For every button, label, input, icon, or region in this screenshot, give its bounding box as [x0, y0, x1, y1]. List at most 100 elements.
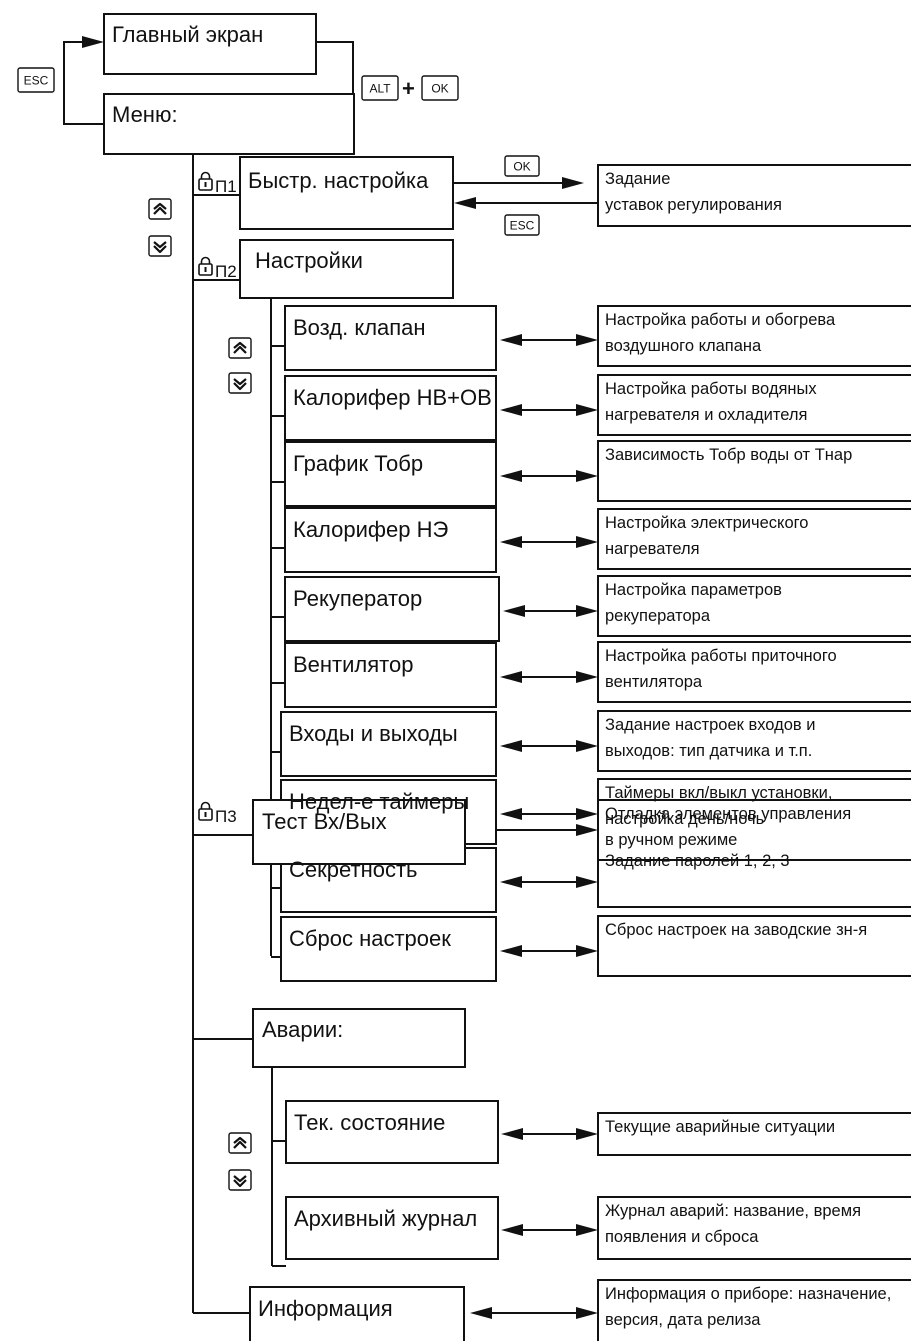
- p2-item-9-title: Секретность: [289, 857, 418, 882]
- chevron-down-icon-stroke-1: [153, 245, 167, 254]
- p2-item-4-box: [284, 507, 497, 573]
- p3-desc-box-text: в ручном режиме: [605, 831, 737, 849]
- p1-label: П1: [215, 177, 237, 196]
- alt-key-label: ALT: [369, 82, 391, 96]
- p2-item-2-desc-box: [597, 374, 911, 436]
- esc-return-line: [63, 41, 104, 125]
- p1-ok-head: [562, 177, 584, 189]
- p2-item-7-title: Входы и выходы: [289, 721, 458, 746]
- p2-item-6-box: [284, 642, 497, 708]
- p2-item-8-desc-box-text: настройка день/ночь: [605, 810, 764, 828]
- p2-item-4-desc-box: [597, 508, 911, 570]
- p2-item-3-title: График Тобр: [293, 451, 423, 476]
- p2-item-6-arrow-left-head: [500, 671, 522, 683]
- p2-item-1-desc-box: [597, 305, 911, 367]
- p2-item-1-arrow-left-head: [500, 334, 522, 346]
- p2-item-9-arrow-left-head: [500, 876, 522, 888]
- esc-key-p1[interactable]: ESC: [504, 214, 540, 236]
- menu-title: Меню:: [112, 102, 178, 127]
- p2-item-4-arrow-right-head: [576, 536, 598, 548]
- p2-item-4-arrow-left-head: [500, 536, 522, 548]
- p2-item-4-desc-box-text: Настройка электрического: [605, 514, 808, 532]
- p2-item-10-box: [280, 916, 497, 982]
- info-arrow-left-head: [470, 1307, 492, 1319]
- p2-item-2-desc-box-text: нагревателя и охладителя: [605, 406, 807, 424]
- chevron-down-icon-stroke-1: [233, 1179, 247, 1188]
- lock-icon-keyhole: [204, 812, 207, 817]
- p1-desc-box-text: Задание: [605, 170, 670, 188]
- p2-item-6-desc-box-text: вентилятора: [605, 673, 703, 691]
- p2-item-6-desc-box: [597, 641, 911, 703]
- alarms-item-1-arrow-right-head: [576, 1128, 598, 1140]
- p2-item-1-arrow-right-head: [576, 334, 598, 346]
- p2-item-7-arrow-left-head: [500, 740, 522, 752]
- p2-item-10-arrow-right-head: [576, 945, 598, 957]
- p2-item-10-title: Сброс настроек: [289, 926, 451, 951]
- p2-item-2-box: [284, 375, 497, 441]
- esc-key-top[interactable]: ESC: [17, 67, 55, 93]
- p2-item-6-title: Вентилятор: [293, 652, 413, 677]
- alarms-item-1-desc-box-text: Текущие аварийные ситуации: [605, 1118, 835, 1136]
- info-title: Информация: [258, 1296, 393, 1321]
- chevron-up-icon[interactable]: [228, 1132, 252, 1154]
- p3-desc-box-text: Отладка элементов управления: [605, 805, 851, 823]
- esc-key-p1-frame: [504, 214, 540, 236]
- main-screen-box: [103, 13, 317, 75]
- alarms-item-2-arrow-right-head: [576, 1224, 598, 1236]
- alarms-title: Аварии:: [262, 1017, 343, 1042]
- p2-item-3-arrow-left-head: [500, 470, 522, 482]
- p2-item-3-arrow-right-head: [576, 470, 598, 482]
- p2-item-5-desc-box: [597, 575, 911, 637]
- p2-item-6-desc-box-text: Настройка работы приточного: [605, 647, 837, 665]
- p2-title: Настройки: [255, 248, 363, 273]
- p3-desc-box: [597, 799, 911, 861]
- chevron-down-icon[interactable]: [228, 372, 252, 394]
- lock-icon-keyhole: [204, 267, 207, 272]
- p2-item-4-desc-box-text: нагревателя: [605, 540, 700, 558]
- p2-item-10-desc-box: [597, 915, 911, 977]
- chevron-up-icon-stroke-1: [153, 206, 167, 215]
- lock-icon-shackle: [200, 801, 211, 809]
- p1-title: Быстр. настройка: [248, 168, 429, 193]
- p1-desc-box-text: уставок регулирования: [605, 196, 782, 214]
- chevron-down-icon[interactable]: [148, 235, 172, 257]
- p2-item-2-desc-box-text: Настройка работы водяных: [605, 380, 817, 398]
- lock-icon: [198, 801, 213, 821]
- p2-item-3-desc-box: [597, 440, 911, 502]
- p2-item-2-arrow-left-head: [500, 404, 522, 416]
- p2-item-1-desc-box-text: Настройка работы и обогрева: [605, 311, 836, 329]
- chevron-down-icon-stroke-0: [233, 1175, 247, 1183]
- p2-item-5-title: Рекуператор: [293, 586, 422, 611]
- p2-item-10-arrow-left-head: [500, 945, 522, 957]
- ok-key-p1-frame: [504, 155, 540, 177]
- chevron-up-icon-stroke-0: [153, 202, 167, 210]
- info-desc-box-text: версия, дата релиза: [605, 1311, 761, 1329]
- p3-title: Тест Вх/Вых: [262, 809, 387, 834]
- info-desc-box: [597, 1279, 911, 1341]
- p2-item-3-desc-box-text: Зависимость Тобр воды от Тнар: [605, 446, 852, 464]
- info-desc-box-text: Информация о приборе: назначение,: [605, 1285, 891, 1303]
- alarms-box: [252, 1008, 466, 1068]
- p2-item-7-desc-box-text: Задание настроек входов и: [605, 716, 815, 734]
- chevron-up-icon-stroke-0: [233, 1136, 247, 1144]
- p2-item-6-arrow-right-head: [576, 671, 598, 683]
- ok-key-p1[interactable]: OK: [504, 155, 540, 177]
- p1-esc-head: [454, 197, 476, 209]
- ok-key-top[interactable]: OK: [421, 75, 459, 101]
- main-screen-title: Главный экран: [112, 22, 263, 47]
- p3-io-test-box: [252, 799, 466, 865]
- p2-item-7-box: [280, 711, 497, 777]
- p3-label: П3: [215, 807, 237, 826]
- alarms-item-2-title: Архивный журнал: [294, 1206, 477, 1231]
- p2-item-7-desc-box-text: выходов: тип датчика и т.п.: [605, 742, 812, 760]
- p2-item-4-title: Калорифер НЭ: [293, 517, 448, 542]
- chevron-up-icon[interactable]: [148, 198, 172, 220]
- chevron-up-icon[interactable]: [228, 337, 252, 359]
- p2-item-1-title: Возд. клапан: [293, 315, 426, 340]
- alt-key[interactable]: ALT: [361, 75, 399, 101]
- chevron-down-icon[interactable]: [228, 1169, 252, 1191]
- chevron-down-icon-stroke-0: [153, 241, 167, 249]
- p2-item-7-desc-box: [597, 710, 911, 772]
- esc-key-p1-label: ESC: [510, 219, 535, 233]
